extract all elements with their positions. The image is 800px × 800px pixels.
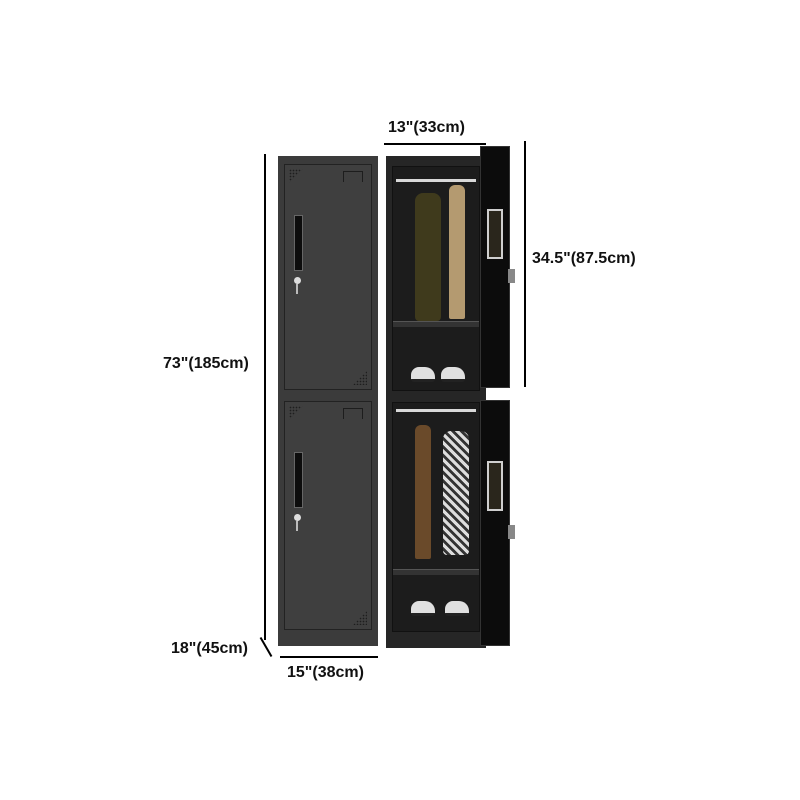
- compartment-top: [392, 166, 480, 391]
- shoe-icon: [411, 601, 435, 616]
- door-lock-icon: [508, 525, 515, 539]
- vent-icon: [289, 169, 303, 183]
- height-dimension-line: [264, 154, 266, 640]
- hanging-rod: [396, 179, 476, 182]
- locker-door-bottom: [284, 401, 372, 630]
- door-lock-icon: [508, 269, 515, 283]
- door-mirror: [487, 461, 503, 511]
- vent-icon: [353, 371, 367, 385]
- locker-door-top: [284, 164, 372, 390]
- patterned-jacket-icon: [443, 431, 469, 555]
- door-mirror: [487, 209, 503, 259]
- label-holder: [343, 408, 363, 419]
- label-holder: [343, 171, 363, 182]
- inner-width-dimension-line: [384, 143, 486, 145]
- width-dimension-line: [280, 656, 378, 658]
- vent-icon: [353, 611, 367, 625]
- door-height-dimension-line: [524, 141, 526, 387]
- compartment-bottom: [392, 402, 480, 632]
- hanging-rod: [396, 409, 476, 412]
- shoe-icon: [445, 601, 469, 616]
- shoe-icon: [441, 367, 465, 382]
- open-locker: [386, 156, 486, 648]
- width-label: 15"(38cm): [287, 664, 364, 681]
- height-label: 73"(185cm): [163, 355, 249, 372]
- shirt-icon: [415, 425, 431, 559]
- shelf: [393, 569, 479, 575]
- open-door-bottom: [480, 400, 515, 646]
- depth-label: 18"(45cm): [171, 640, 248, 657]
- key-lock-icon: [294, 514, 301, 532]
- vent-icon: [289, 406, 303, 420]
- open-door-top: [480, 146, 515, 388]
- door-handle: [294, 215, 303, 271]
- jacket-icon: [415, 193, 441, 321]
- depth-dimension-line: [259, 636, 273, 658]
- key-lock-icon: [294, 277, 301, 295]
- shelf: [393, 321, 479, 327]
- door-height-label: 34.5"(87.5cm): [532, 250, 636, 267]
- shoe-icon: [411, 367, 435, 382]
- shirt-icon: [449, 185, 465, 319]
- closed-locker: [278, 156, 378, 646]
- inner-width-label: 13"(33cm): [388, 119, 465, 136]
- door-handle: [294, 452, 303, 508]
